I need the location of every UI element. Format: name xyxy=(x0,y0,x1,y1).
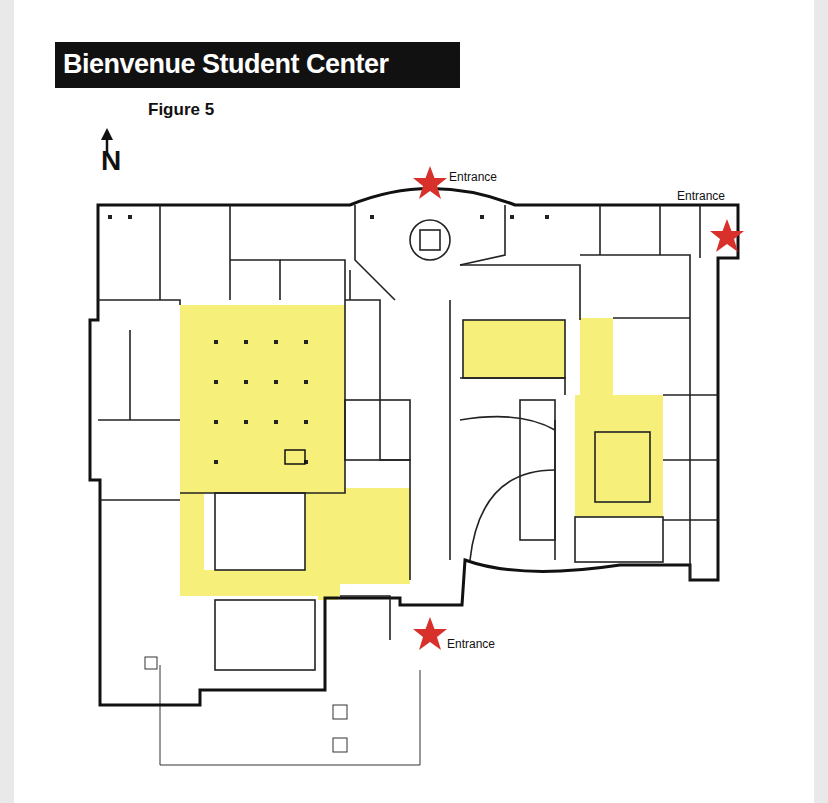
title-banner: Bienvenue Student Center xyxy=(55,42,460,88)
map-title: Bienvenue Student Center xyxy=(63,49,389,80)
entrance-label: Entrance xyxy=(446,638,496,651)
page-panel xyxy=(14,0,814,803)
figure-number: Figure 5 xyxy=(148,101,214,120)
north-label: N xyxy=(101,146,121,177)
entrance-label: Entrance xyxy=(676,190,726,203)
entrance-label: Entrance xyxy=(448,171,498,184)
